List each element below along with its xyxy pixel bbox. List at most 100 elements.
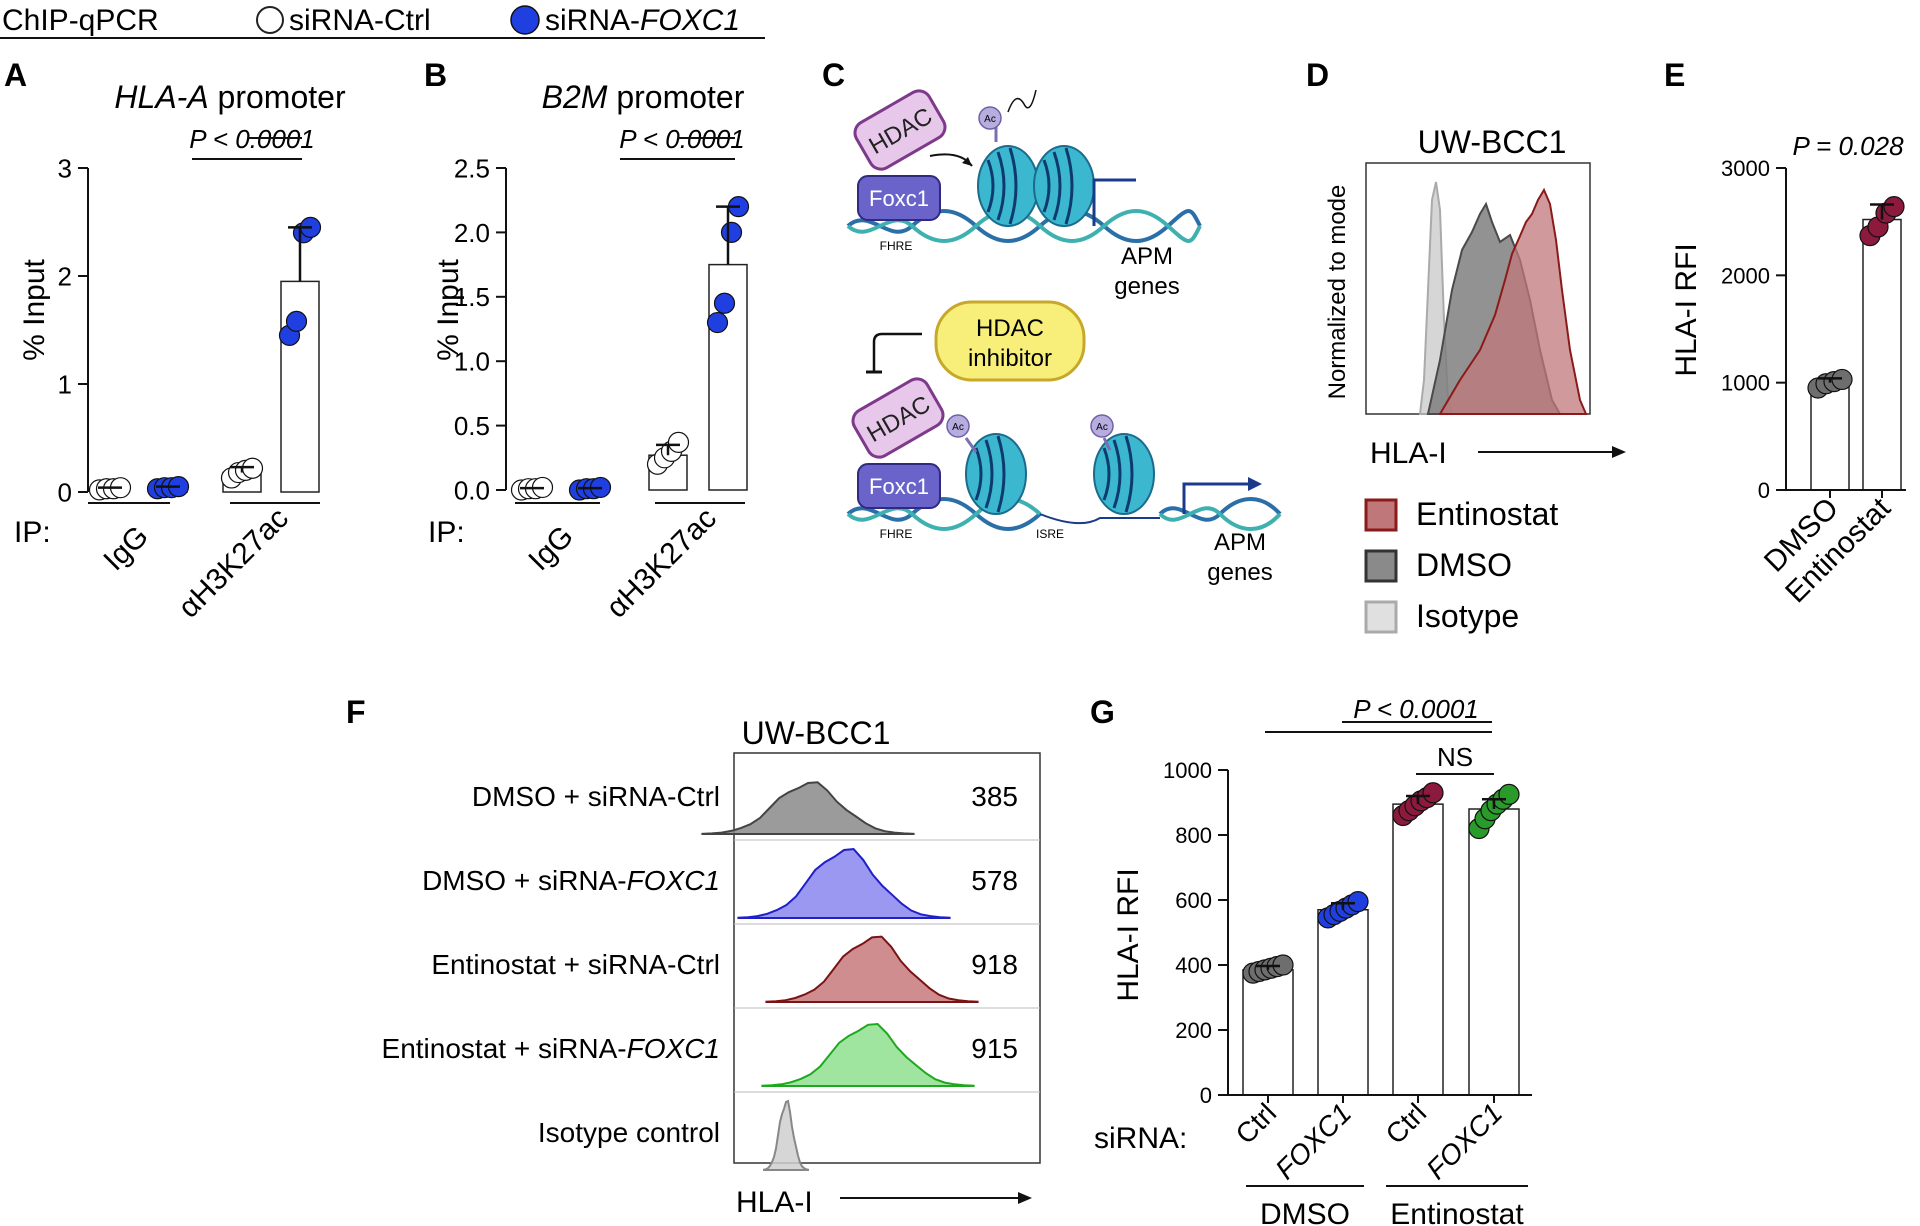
data-point	[285, 310, 308, 332]
arrowhead	[1018, 1192, 1032, 1204]
x-tick-label: FOXC1	[1420, 1097, 1508, 1185]
bars	[1786, 196, 1906, 491]
y-axis-label: % Input	[432, 258, 465, 360]
group-label: DMSO	[1260, 1198, 1350, 1226]
mfi-value: 385	[971, 781, 1018, 812]
y-tick-label: 2.5	[454, 153, 490, 183]
bar	[1242, 969, 1294, 1096]
panel-c-schematic: C Foxc1 HDAC FHRE	[822, 57, 1282, 586]
stop-label: STOP	[1139, 183, 1177, 199]
bar	[1468, 808, 1520, 1096]
histogram	[737, 848, 951, 919]
apm-label: APM	[1214, 529, 1266, 556]
bar	[1317, 909, 1369, 1096]
x-tick-label: Ctrl	[1380, 1097, 1433, 1150]
y-tick-label: 200	[1175, 1018, 1212, 1043]
ip-label: IP:	[428, 516, 465, 549]
release-arrow	[1007, 89, 1037, 113]
data-point	[1347, 891, 1369, 913]
mfi-value: 915	[971, 1033, 1018, 1064]
legend: Entinostat DMSO Isotype	[1364, 496, 1558, 634]
nucleosome	[1033, 145, 1095, 227]
foxc1-label: Foxc1	[869, 474, 929, 499]
foxc1-label: Foxc1	[869, 186, 929, 211]
dna-strand	[1158, 506, 1282, 531]
panel-letter: C	[822, 57, 845, 93]
panel-letter: G	[1090, 694, 1115, 730]
bars	[88, 216, 322, 501]
row-label: DMSO + siRNA-Ctrl	[472, 781, 720, 812]
nucleosome	[977, 145, 1039, 227]
y-tick-label: 3	[58, 153, 72, 183]
data-point	[720, 221, 743, 243]
ctrl-legend-label: siRNA-Ctrl	[289, 4, 431, 37]
plot-frame	[733, 752, 1041, 1164]
y-tick-label: 400	[1175, 953, 1212, 978]
row-label: Isotype control	[538, 1117, 720, 1148]
inhibitor-label: inhibitor	[968, 345, 1052, 372]
panel-letter: F	[346, 694, 366, 730]
y-tick-label: 1	[58, 369, 72, 399]
y-tick-label: 1.5	[454, 282, 490, 312]
y-tick-label: 1.0	[454, 347, 490, 377]
x-tick-label: Ctrl	[1230, 1097, 1283, 1150]
ac-label: Ac	[1096, 422, 1108, 433]
linker-dna	[1039, 513, 1160, 525]
panel-g: G HLA-I RFI P < 0.0001 NS 02004006008001…	[1090, 694, 1532, 1226]
data-point	[1883, 196, 1905, 218]
nucleosome	[1093, 433, 1155, 515]
bars	[510, 196, 750, 501]
histogram	[701, 781, 915, 835]
group-label: Entinostat	[1390, 1198, 1524, 1226]
legend-label: DMSO	[1416, 547, 1512, 583]
panel-title: HLA-A promoter	[114, 79, 346, 115]
ac-label: Ac	[952, 422, 964, 433]
panel-letter: B	[424, 57, 447, 93]
arrowhead	[962, 157, 972, 166]
histogram	[763, 1099, 809, 1171]
data-point	[667, 431, 690, 453]
inhibition-line	[872, 332, 922, 372]
foxc1-legend-label: siRNA-FOXC1	[545, 4, 740, 37]
panel-d: D UW-BCC1 Normalized to mode HLA-I Entin…	[1306, 57, 1626, 634]
y-tick-label: 0	[1758, 478, 1770, 503]
genes-label: genes	[1207, 559, 1272, 586]
y-tick-label: 800	[1175, 823, 1212, 848]
header-legend: ChIP-qPCR siRNA-Ctrl siRNA-FOXC1	[0, 4, 765, 39]
foxc1-box	[857, 175, 941, 221]
histogram	[761, 1022, 975, 1087]
acetyl-group: Ac	[978, 106, 1002, 142]
y-tick-label: 0.0	[454, 475, 490, 505]
group-label: αH3K27ac	[172, 502, 295, 625]
data-point	[713, 292, 736, 314]
y-tick-label: 1000	[1163, 758, 1212, 783]
y-axis-label: Normalized to mode	[1324, 185, 1351, 400]
mfi-value: 578	[971, 865, 1018, 896]
p-value-label: P < 0.0001	[1353, 694, 1479, 724]
sirna-label: siRNA:	[1094, 1122, 1187, 1155]
y-tick-label: 3000	[1721, 156, 1770, 181]
panel-title: B2M promoter	[542, 79, 745, 115]
y-axis-label: % Input	[18, 258, 51, 360]
ns-label: NS	[1437, 742, 1473, 772]
mfi-value: 918	[971, 949, 1018, 980]
histogram	[765, 935, 979, 1003]
panel-letter: D	[1306, 57, 1329, 93]
ctrl-legend-marker	[256, 6, 284, 34]
bar	[1392, 803, 1444, 1096]
hdac-inhibitor-box	[934, 300, 1086, 382]
entinostat-histogram	[1438, 187, 1588, 415]
group-label: αH3K27ac	[600, 502, 723, 625]
legend-label: Isotype	[1416, 598, 1519, 634]
row-label: DMSO + siRNA-FOXC1	[422, 865, 720, 896]
p-value-label: P = 0.028	[1792, 131, 1904, 161]
apm-label: APM	[1121, 243, 1173, 270]
isre-label: ISRE	[1036, 527, 1064, 541]
